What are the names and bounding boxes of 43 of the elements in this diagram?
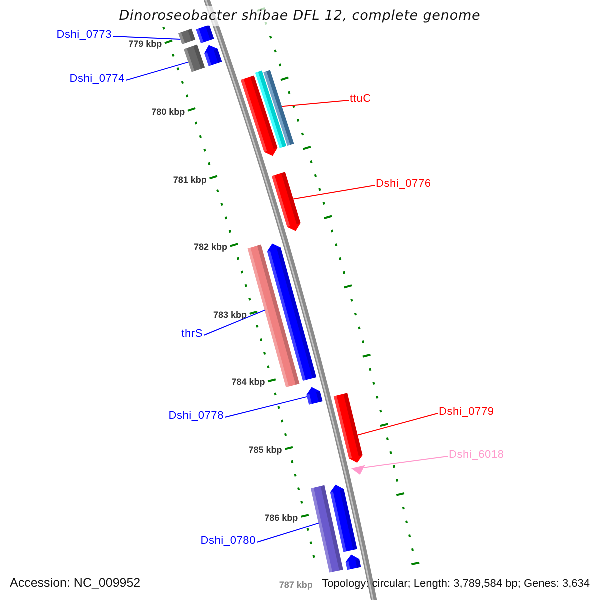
gene-feature bbox=[248, 244, 300, 388]
gene-label: Dshi_0773 bbox=[56, 29, 112, 42]
gene-label: Dshi_0778 bbox=[168, 410, 224, 423]
scale-label: 786 kbp bbox=[264, 512, 298, 523]
leader-line bbox=[126, 62, 189, 81]
leader-line bbox=[224, 396, 308, 418]
scale-label: 783 kbp bbox=[213, 310, 247, 320]
scale-label: 780 kbp bbox=[152, 106, 186, 117]
gene-feature bbox=[196, 25, 214, 44]
scale-label: 785 kbp bbox=[248, 444, 282, 455]
gene-feature bbox=[346, 554, 362, 570]
gene-feature bbox=[255, 70, 287, 148]
gene-feature bbox=[330, 484, 358, 552]
leader-line bbox=[204, 310, 266, 336]
scale-label: 781 kbp bbox=[173, 174, 207, 185]
gene-label: ttuC bbox=[350, 93, 372, 106]
leader-line bbox=[357, 413, 438, 436]
gene-label: Dshi_0780 bbox=[200, 535, 256, 548]
scale-label: 784 kbp bbox=[232, 377, 266, 388]
gene-feature bbox=[204, 45, 222, 66]
gene-feature bbox=[306, 387, 323, 405]
gene-feature bbox=[267, 244, 317, 381]
gene-feature bbox=[178, 28, 196, 44]
gene-feature bbox=[272, 172, 301, 232]
scale-label: 787 kbp bbox=[279, 580, 313, 590]
genome-stats-text: Topology: circular; Length: 3,789,584 bp; Genes: 3,634 bbox=[321, 577, 591, 591]
scale-label: 782 kbp bbox=[194, 242, 228, 252]
gene-label: thrS bbox=[182, 328, 203, 341]
leader-line bbox=[112, 36, 182, 40]
leader-line bbox=[256, 522, 320, 543]
scale-label: 779 kbp bbox=[128, 39, 162, 50]
gene-label: Dshi_6018 bbox=[449, 449, 504, 462]
leader-line bbox=[363, 456, 448, 468]
gene-feature bbox=[264, 70, 294, 146]
gene-label: Dshi_0776 bbox=[376, 178, 432, 191]
gene-feature bbox=[352, 465, 366, 475]
leader-line bbox=[293, 185, 376, 200]
accession-text: Accession: NC_009952 bbox=[9, 575, 142, 591]
gene-feature bbox=[311, 485, 344, 573]
gene-feature bbox=[334, 393, 363, 463]
gene-label: Dshi_0774 bbox=[70, 73, 125, 86]
gene-feature bbox=[240, 76, 278, 156]
gene-label: Dshi_0779 bbox=[439, 406, 494, 419]
